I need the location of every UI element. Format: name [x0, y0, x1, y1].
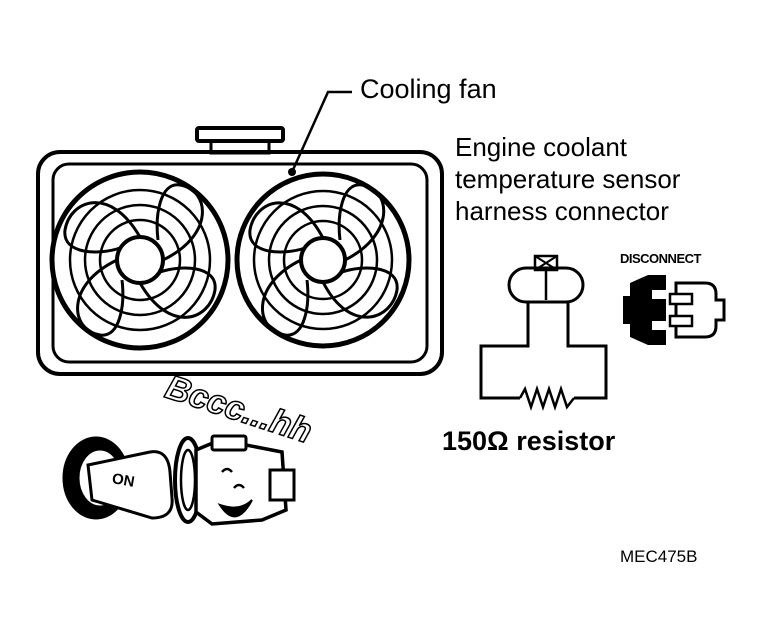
disconnect-label: DISCONNECT	[620, 251, 701, 266]
connector-icon	[623, 275, 726, 345]
right-fan-icon	[234, 171, 412, 349]
left-fan-icon	[49, 169, 231, 351]
sensor-label-line-1: Engine coolant	[455, 132, 628, 162]
sensor-label-line-2: temperature sensor	[455, 164, 681, 194]
engine-icon	[173, 434, 296, 526]
figure-code: MEC475B	[620, 547, 698, 566]
cooling-fan-leader-line	[288, 90, 352, 176]
resistor-label: 150Ω resistor	[442, 426, 616, 456]
cooling-fan-label: Cooling fan	[360, 74, 497, 104]
ignition-key-icon	[62, 436, 174, 520]
sensor-label-line-3: harness connector	[455, 196, 669, 226]
sensor-label: Engine coolant temperature sensor harnes…	[455, 131, 680, 227]
key-switch-label: ON	[110, 470, 136, 491]
sensor-connector-icon	[479, 254, 608, 400]
resistor-symbol	[518, 385, 575, 411]
